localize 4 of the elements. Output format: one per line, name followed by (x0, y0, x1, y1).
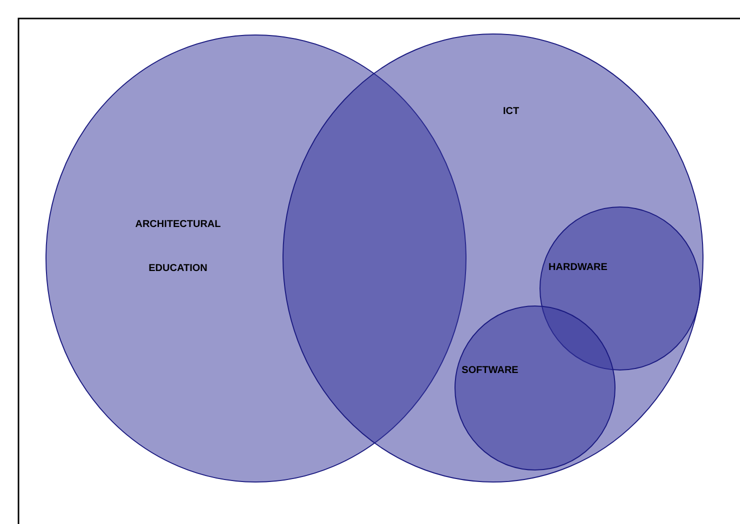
circle-label: HARDWARE (548, 262, 608, 274)
circle-label: ARCHITECTURAL EDUCATION (134, 218, 222, 276)
circle-label: SOFTWARE (462, 365, 518, 377)
circle-label: ICT (502, 106, 520, 118)
